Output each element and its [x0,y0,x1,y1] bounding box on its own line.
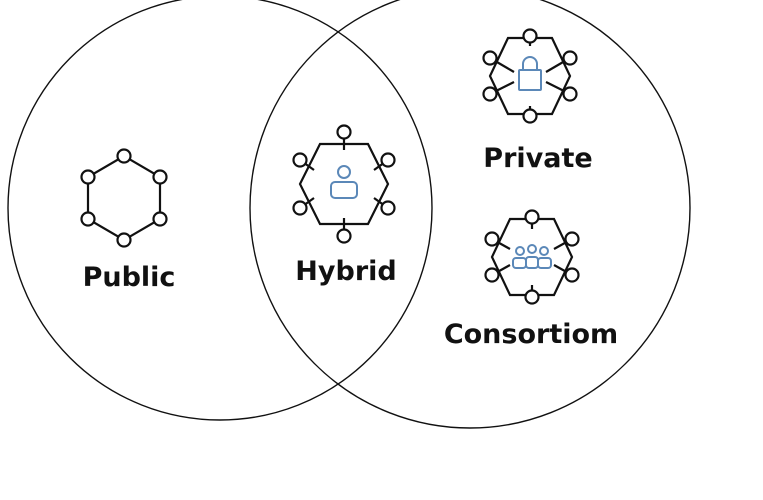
public-label: Public [82,262,176,293]
network-group-icon [484,209,580,305]
public-set-circle [7,0,433,421]
hexagon-network-icon [80,148,168,248]
network-user-icon [292,124,396,244]
private-set-circle [249,0,691,429]
private-label: Private [483,143,593,174]
network-lock-icon [482,28,578,124]
hybrid-label: Hybrid [295,256,397,287]
consortium-label: Consortiom [443,319,619,350]
